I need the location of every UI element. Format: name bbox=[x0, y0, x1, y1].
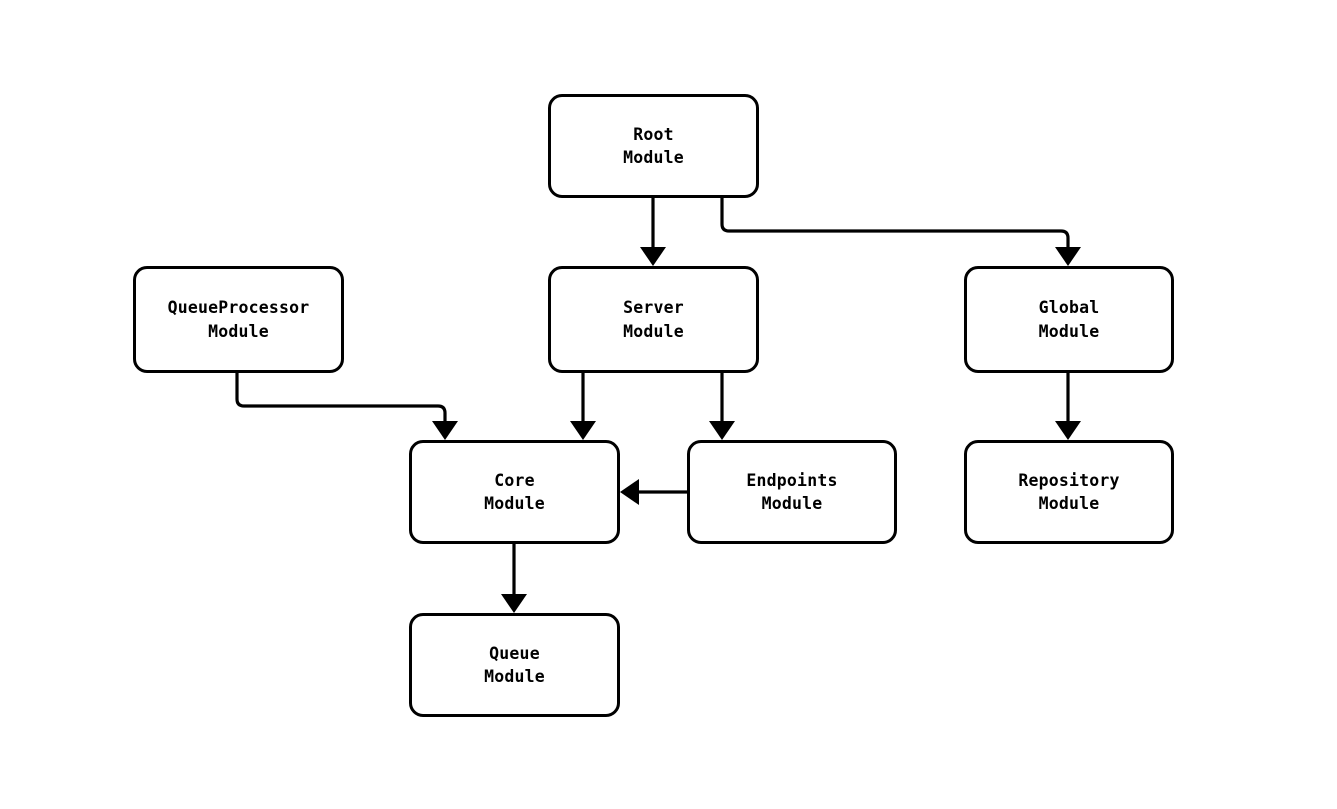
node-queueprocessor-label-line1: QueueProcessor bbox=[167, 298, 310, 318]
arrowhead-global-to-repository bbox=[1055, 421, 1081, 440]
arrowhead-endpoints-to-core bbox=[620, 479, 639, 505]
node-global-label-line2: Module bbox=[1038, 321, 1100, 341]
node-endpoints-label-line1: Endpoints bbox=[746, 470, 838, 490]
arrowhead-core-to-queue bbox=[501, 594, 527, 613]
node-repository-label-line1: Repository bbox=[1018, 470, 1120, 490]
node-core-label-line2: Module bbox=[484, 494, 545, 513]
node-queue-label-line1: Queue bbox=[489, 643, 540, 663]
node-core-label-line1: Core bbox=[494, 470, 535, 490]
node-server-label-line2: Module bbox=[623, 321, 684, 341]
node-endpoints-label-line2: Module bbox=[761, 494, 823, 513]
arrowhead-server-to-core bbox=[570, 421, 596, 440]
arrowhead-root-to-global bbox=[1055, 247, 1081, 266]
arrowhead-root-to-server bbox=[640, 247, 666, 266]
node-root-label-line2: Module bbox=[623, 148, 684, 167]
edge-root-to-global bbox=[720, 198, 1070, 258]
arrowhead-queueprocessor-to-core bbox=[432, 421, 458, 440]
arrowhead-server-to-endpoints bbox=[709, 421, 735, 440]
node-global-label-line1: Global bbox=[1038, 298, 1100, 318]
node-repository-label-line2: Module bbox=[1038, 494, 1100, 513]
edge-queueprocessor-to-core bbox=[235, 373, 447, 432]
node-root-label-line1: Root bbox=[633, 124, 674, 144]
node-queue-label-line2: Module bbox=[484, 667, 545, 686]
node-queueprocessor-label-line2: Module bbox=[208, 321, 269, 341]
node-server-label-line1: Server bbox=[623, 298, 684, 318]
